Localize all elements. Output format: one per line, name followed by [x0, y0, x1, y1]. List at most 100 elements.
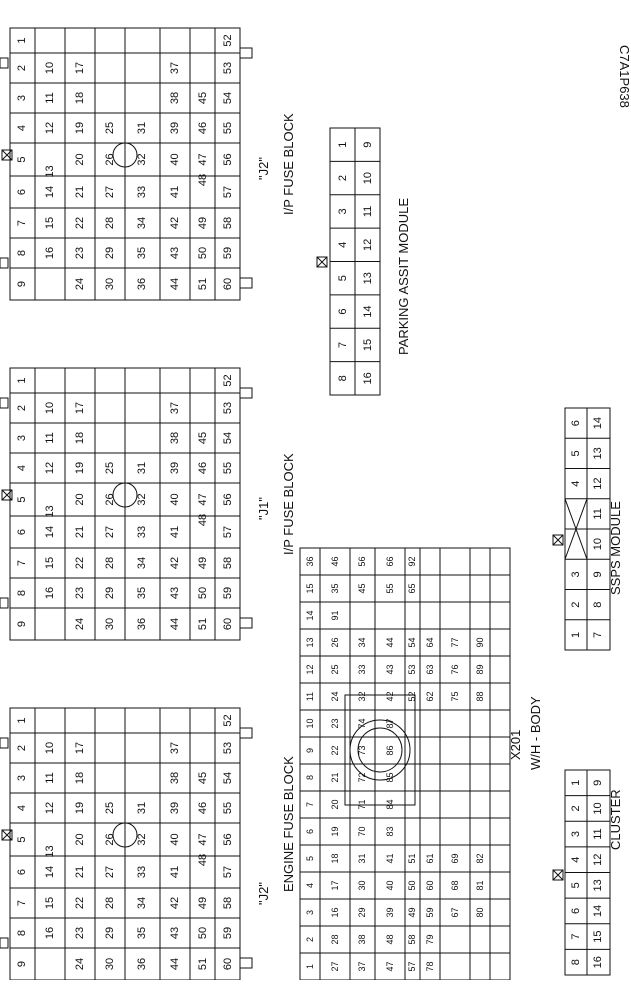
left-block-pin: 22 — [74, 897, 86, 909]
left-block-mount-hole — [112, 822, 138, 848]
cluster-pin: 13 — [592, 879, 604, 891]
middle-block-pin: 12 — [44, 462, 56, 474]
x201-pin: 13 — [305, 637, 315, 647]
x201-pin: 62 — [425, 691, 435, 701]
left-block-pin: 58 — [222, 897, 234, 909]
left-block-pin: 35 — [136, 927, 148, 939]
middle-block-pin: 14 — [44, 526, 56, 538]
left-block-pin: 37 — [169, 742, 181, 754]
left-block-pin: 19 — [74, 802, 86, 814]
right-block-pin: 28 — [104, 217, 116, 229]
left-block-pin: 24 — [74, 958, 86, 970]
x201-pin: 54 — [407, 637, 417, 647]
cluster-pin: 6 — [570, 908, 582, 914]
right-block-pin: 20 — [74, 153, 86, 165]
middle-block-pin: 25 — [104, 462, 116, 474]
right-block-pin: 13 — [44, 165, 56, 177]
latch-tab — [0, 397, 9, 409]
parking-pin: 2 — [337, 175, 349, 181]
left-block-pin: 49 — [197, 897, 209, 909]
middle-block-pin: 22 — [74, 557, 86, 569]
middle-block-pin: 21 — [74, 526, 86, 538]
x201-pin: 63 — [425, 664, 435, 674]
left-block-pin: 38 — [169, 772, 181, 784]
x201-pin: 70 — [357, 826, 367, 836]
x201-pin: 47 — [385, 961, 395, 971]
right-block-pin: 32 — [136, 153, 148, 165]
x201-pin: 58 — [407, 934, 417, 944]
middle-block-title: I/P FUSE BLOCK — [281, 453, 296, 555]
middle-block-pin: 52 — [222, 374, 234, 386]
right-block-pin: 10 — [44, 62, 56, 74]
middle-block-pin: 30 — [104, 618, 116, 630]
left-block-pin: 7 — [16, 900, 28, 906]
x201-center-circle — [349, 719, 411, 781]
left-block-pin: 40 — [169, 833, 181, 845]
right-block-pin: 5 — [16, 156, 28, 162]
middle-block-subtitle: "J1" — [256, 497, 271, 520]
x201-pin: 38 — [357, 934, 367, 944]
key-marker-line — [552, 869, 564, 881]
middle-block-pin: 36 — [136, 618, 148, 630]
left-block-pin: 27 — [104, 866, 116, 878]
right-block-pin: 60 — [222, 278, 234, 290]
right-block-pin: 2 — [16, 65, 28, 71]
right-block-pin: 42 — [169, 217, 181, 229]
ssps-pin: 8 — [592, 602, 604, 608]
left-block-pin: 53 — [222, 742, 234, 754]
x201-pin: 9 — [305, 748, 315, 753]
x201-pin: 14 — [305, 610, 315, 620]
x201-pin: 76 — [450, 664, 460, 674]
x201-pin: 34 — [357, 637, 367, 647]
middle-block-pin: 9 — [16, 621, 28, 627]
x201-pin: 12 — [305, 664, 315, 674]
middle-block-pin: 41 — [169, 526, 181, 538]
right-block-pin: 44 — [169, 278, 181, 290]
x201-pin: 46 — [330, 556, 340, 566]
x201-pin: 20 — [330, 799, 340, 809]
left-block-pin: 34 — [136, 897, 148, 909]
middle-block-pin: 3 — [16, 435, 28, 441]
ssps-pin: 3 — [570, 571, 582, 577]
x201-pin: 83 — [385, 826, 395, 836]
parking-pin: 6 — [337, 309, 349, 315]
middle-block-pin: 13 — [44, 505, 56, 517]
parking-title: PARKING ASSIT MODULE — [396, 198, 411, 355]
x201-center-frame — [344, 694, 416, 806]
left-block-pin: 52 — [222, 714, 234, 726]
left-block-key-marker — [1, 829, 13, 841]
parking-pin: 12 — [362, 239, 374, 251]
right-block-pin: 50 — [197, 247, 209, 259]
middle-block-pin: 1 — [16, 377, 28, 383]
right-block-pin: 31 — [136, 122, 148, 134]
left-block-pin: 56 — [222, 833, 234, 845]
right-block-pin: 34 — [136, 217, 148, 229]
x201-pin: 68 — [450, 880, 460, 890]
x201-pin: 22 — [330, 745, 340, 755]
parking-pin: 3 — [337, 208, 349, 214]
x201-pin: 80 — [475, 907, 485, 917]
x201-pin: 57 — [407, 961, 417, 971]
parking-pin: 4 — [337, 242, 349, 248]
right-block-pin: 55 — [222, 122, 234, 134]
cluster-pin: 9 — [592, 780, 604, 786]
ssps-key-marker — [552, 534, 564, 546]
x201-pin: 18 — [330, 853, 340, 863]
left-block-pin: 51 — [197, 958, 209, 970]
ssps-pin: 6 — [570, 420, 582, 426]
x201-pin: 23 — [330, 718, 340, 728]
x201-pin: 71 — [357, 799, 367, 809]
ssps-pin: 5 — [570, 450, 582, 456]
x201-pin: 84 — [385, 799, 395, 809]
x201-pin: 61 — [425, 853, 435, 863]
right-block-pin: 59 — [222, 247, 234, 259]
x201-pin: 67 — [450, 907, 460, 917]
ssps-title: SSPS MODULE — [608, 501, 623, 595]
left-block-title: ENGINE FUSE BLOCK — [281, 756, 296, 892]
left-block-pin: 28 — [104, 897, 116, 909]
x201-pin: 6 — [305, 829, 315, 834]
cluster-pin: 8 — [570, 959, 582, 965]
ssps-pin: 14 — [592, 417, 604, 429]
x201-pin: 37 — [357, 961, 367, 971]
left-block-pin: 50 — [197, 927, 209, 939]
